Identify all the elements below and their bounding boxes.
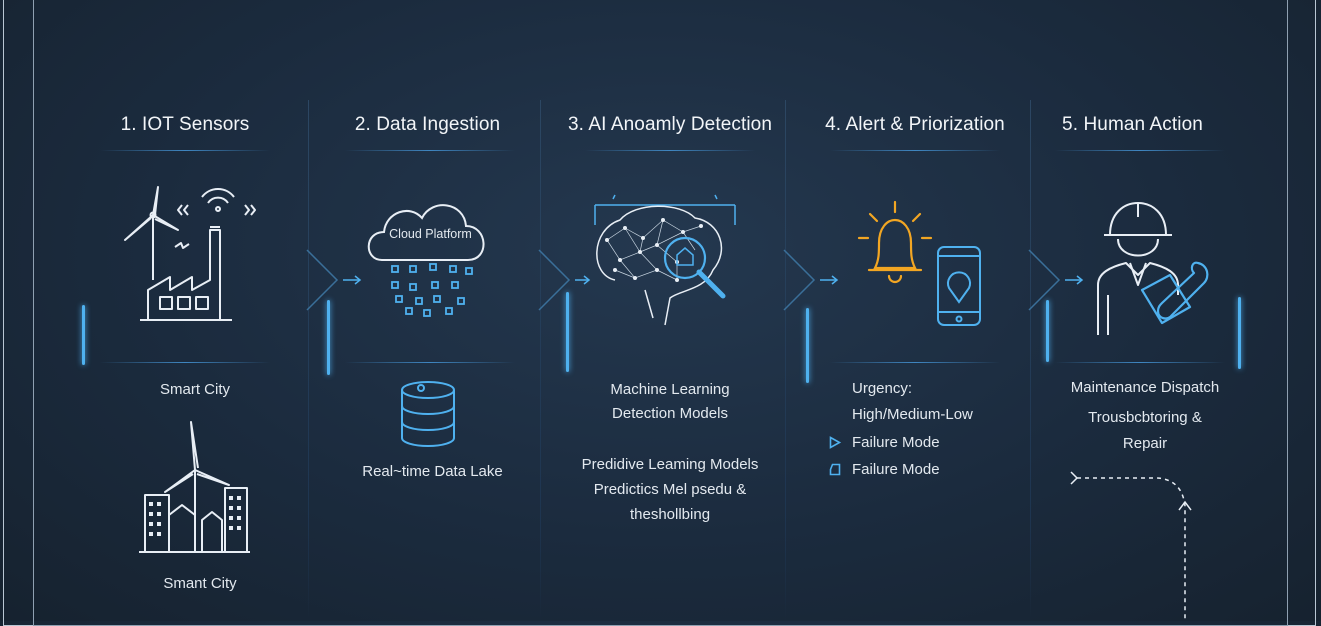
smart-city-icon: [137, 420, 252, 555]
section-rule: [100, 362, 270, 363]
flow-arrow-icon: [1027, 245, 1087, 315]
cloud-platform-label: Cloud Platform: [368, 222, 493, 246]
cloud-platform-icon: [362, 190, 497, 325]
section-rule: [1055, 362, 1225, 363]
title-rule: [830, 150, 1000, 151]
stage-3-line-3: Predidive Leaming Models: [555, 453, 785, 477]
stage-4-line-1: Urgency:: [852, 376, 912, 402]
feedback-loop-arrow-icon: [1065, 466, 1195, 621]
stage-4-line-2: High/Medium-Low: [852, 402, 973, 428]
play-bullet-icon: [829, 436, 841, 449]
brain-analysis-icon: [585, 190, 745, 330]
stage-3-line-4: Predictics Mel psedu &: [555, 478, 785, 502]
stage-3-line-5: theshollbing: [555, 503, 785, 527]
glow-accent: [1238, 297, 1241, 369]
stage-3-line-2: Detection Models: [560, 402, 780, 426]
factory-wind-turbine-icon: [120, 185, 270, 325]
stage-4-bullet-1: Failure Mode: [852, 430, 940, 456]
stage-2-label: Real~time Data Lake: [345, 460, 520, 484]
stage-5-line-3: Repair: [1045, 432, 1245, 456]
stage-5-line-1: Maintenance Dispatch: [1045, 376, 1245, 400]
bell-alert-icon: [855, 198, 935, 293]
section-rule: [345, 362, 515, 363]
flag-bullet-icon: [829, 463, 841, 476]
stage-5-line-2: Trousbcbtoring &: [1045, 406, 1245, 430]
column-divider: [540, 100, 541, 620]
title-rule: [1055, 150, 1225, 151]
maintenance-worker-icon: [1090, 195, 1210, 335]
title-rule: [100, 150, 270, 151]
column-divider: [1030, 100, 1031, 620]
glow-accent: [806, 308, 809, 383]
stage-5-title: 5. Human Action: [1045, 114, 1220, 136]
title-rule: [345, 150, 515, 151]
stage-4-bullet-2: Failure Mode: [852, 457, 940, 483]
stage-3-title: 3. AI Anoamly Detection: [560, 114, 780, 136]
glow-accent: [82, 305, 85, 365]
phone-alert-icon: [935, 244, 983, 329]
stage-3-line-1: Machine Learning: [560, 378, 780, 402]
column-divider: [785, 100, 786, 620]
column-divider: [308, 100, 309, 620]
stage-1-label-2: Smant City: [100, 572, 300, 596]
database-icon: [398, 380, 458, 450]
flow-arrow-icon: [305, 245, 365, 315]
stage-1-title: 1. IOT Sensors: [100, 114, 270, 136]
title-rule: [585, 150, 755, 151]
stage-4-title: 4. Alert & Priorization: [810, 114, 1020, 136]
section-rule: [830, 362, 1000, 363]
stage-1-label: Smart City: [100, 378, 290, 402]
flow-arrow-icon: [782, 245, 842, 315]
stage-2-title: 2. Data Ingestion: [345, 114, 510, 136]
